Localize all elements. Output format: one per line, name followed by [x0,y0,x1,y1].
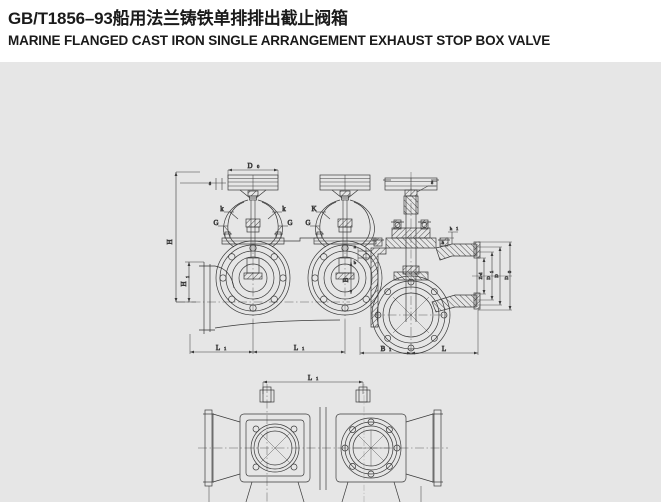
dim-label-delta: δ [209,181,211,186]
technical-drawing-area: H H 1 D 0 [0,62,661,502]
base-support-front [176,262,350,334]
plan-view-group: L 1 [198,374,448,502]
dim-bottom-section [359,310,479,355]
dim-label-h1-section-sub: 1 [456,226,459,231]
label-G-left: G [213,219,218,227]
stem-nut-left [247,190,259,201]
leader-lines-front [218,211,331,235]
stem-nut-right [339,190,351,201]
dim-L2-plan [208,486,422,502]
label-K-right2: K [311,205,316,213]
label-k-right: k [282,205,286,213]
dim-H1-vertical [185,261,204,302]
dim-label-L1-right: L [294,344,298,352]
yoke-left [223,199,283,248]
valve-unit-right [307,174,383,320]
dim-label-L1-left: L [216,344,220,352]
dim-label-n-section: n [354,244,357,249]
front-elevation-group: H H 1 D 0 [166,162,383,354]
dim-label-H1: H [180,281,188,286]
label-G-right: G [287,219,292,227]
dim-label-b-section: b [354,260,357,265]
dim-label-D0-sub: 0 [257,164,260,169]
dim-label-L1-plan-sub: 1 [316,376,319,381]
stem-boss-plan [259,386,371,403]
technical-drawing-svg: H H 1 D 0 [166,162,512,502]
yoke-right [315,199,375,248]
dim-label-B1-front: B [342,277,350,282]
dim-label-L-section: L [442,345,446,353]
label-G-right2: G [305,219,310,227]
dim-L1-plan [262,380,364,394]
dim-label-D1: D [486,276,491,280]
valve-unit-left [215,174,291,320]
dim-label-B1-section: B [381,345,386,353]
dim-label-D0: D [247,162,252,170]
bonnet-section [372,219,450,249]
dim-label-h-section: h [442,240,445,245]
leader-delta-section [416,185,436,193]
label-delta-section: δ [431,180,433,185]
dim-left-section [357,248,372,261]
handwheel-left [227,174,279,199]
dim-flange-stack [472,241,512,311]
dim-label-L1-plan: L [308,374,312,382]
valve-body-section [370,241,481,355]
handwheel-right [319,174,371,199]
connecting-pipe [284,237,316,242]
dim-L1-bottom [189,320,346,354]
dim-label-D1-sub: 1 [489,270,494,273]
dim-label-H1-sub: 1 [185,275,190,278]
dim-label-D0-section-sub: 0 [507,270,512,273]
dim-label-B1-section-sub: 1 [389,347,392,352]
dim-label-D: D [494,274,499,278]
dim-delta-handwheel [180,178,226,190]
split-line-plan [319,407,327,490]
dim-label-L1-right-sub: 1 [302,346,305,351]
dim-label-h1-section: h [450,226,453,231]
body-flange-right [307,240,383,320]
label-k-left: k [220,205,224,213]
stem-section [403,172,419,352]
page-title-english: MARINE FLANGED CAST IRON SINGLE ARRANGEM… [8,33,551,48]
dim-label-D0-section: D [504,276,509,280]
dim-label-H: H [166,239,174,244]
dim-label-L1-left-sub: 1 [224,346,227,351]
dim-h-section [446,231,458,244]
body-flange-left [215,240,291,320]
page-header: GB/T1856–93船用法兰铸铁单排排出截止阀箱 MARINE FLANGED… [0,0,661,62]
support-feet-plan [245,481,401,502]
page-title-chinese: GB/T1856–93船用法兰铸铁单排排出截止阀箱 [8,9,348,28]
dim-label-Zd: Z-d [478,272,483,279]
gland-left [245,218,261,228]
section-view-group: δ [353,172,512,355]
